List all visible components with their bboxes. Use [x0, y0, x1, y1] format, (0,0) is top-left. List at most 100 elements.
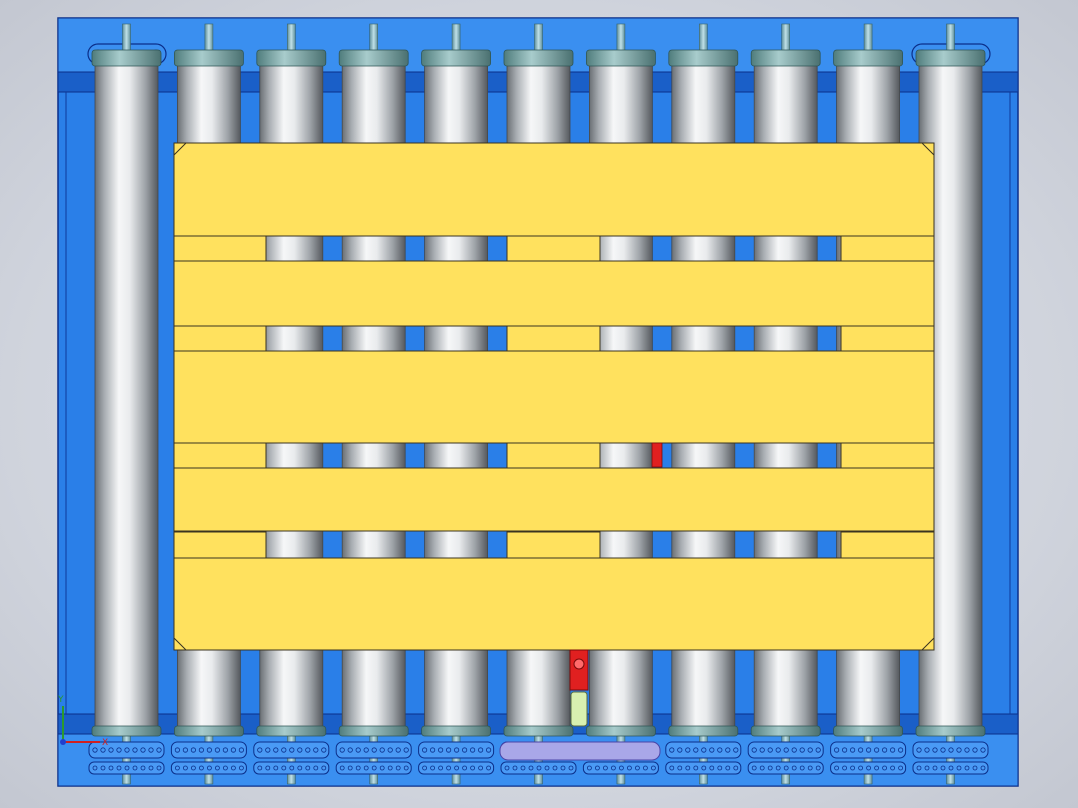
chain-link: [956, 747, 962, 753]
bearing-block-upper: [253, 741, 330, 759]
pallet: [173, 142, 935, 651]
chain-link: [453, 747, 460, 753]
roller-hub-bottom: [256, 725, 327, 737]
chain-link: [422, 765, 428, 771]
chain-link: [387, 747, 393, 753]
chain-link: [238, 765, 244, 771]
bearing-block-lower: [418, 761, 495, 775]
chain-link: [948, 765, 954, 771]
chain-link: [462, 765, 468, 771]
roller-hub-top: [421, 49, 492, 67]
chain-link: [108, 747, 114, 753]
chain-link: [485, 747, 492, 753]
chain-link: [148, 747, 154, 753]
roller-shaft-top: [122, 23, 131, 53]
chain-link: [281, 747, 287, 753]
chain-link: [619, 765, 624, 771]
chain-link: [321, 747, 327, 753]
chain-link: [842, 765, 847, 771]
bearing-block-upper: [170, 741, 247, 759]
chain-link: [429, 747, 436, 753]
chain-link: [461, 747, 468, 753]
roller-hub-top: [586, 49, 656, 67]
roller-hub-bottom: [586, 725, 656, 737]
chain-link: [717, 765, 723, 771]
sensor-lens: [573, 658, 585, 670]
chain-link: [791, 747, 797, 753]
roller-shaft-top: [286, 23, 296, 53]
chain-link: [478, 765, 484, 771]
roller-hub-top: [173, 49, 244, 67]
chain-link: [470, 765, 476, 771]
chain-link: [387, 765, 393, 771]
chain-link: [512, 765, 518, 771]
chain-link: [403, 747, 409, 753]
roller-shaft-top: [863, 23, 873, 53]
roller-hub-bottom: [421, 725, 492, 737]
triad-x-label: X: [102, 738, 108, 748]
chain-link: [421, 747, 428, 753]
bearing-block-upper: [747, 741, 824, 759]
chain-link: [685, 747, 691, 753]
chain-link: [156, 765, 162, 771]
chain-link: [651, 765, 656, 771]
bearing-block-upper: [418, 741, 495, 759]
coordinate-triad: Y X: [57, 695, 108, 748]
chain-link: [677, 765, 683, 771]
bearing-block: [253, 741, 330, 775]
pallet-stringer-block: [506, 442, 601, 469]
chain-link: [206, 747, 212, 753]
roller-hub-bottom: [173, 725, 244, 737]
chain-link: [693, 765, 699, 771]
chain-link: [379, 765, 385, 771]
chain-link: [701, 765, 707, 771]
chain-link: [140, 765, 146, 771]
chain-link: [528, 765, 534, 771]
bearing-block: [912, 741, 989, 775]
chain-link: [446, 765, 452, 771]
roller-shaft-top: [781, 23, 791, 53]
triad-origin: [60, 739, 66, 745]
roller-shaft-top: [946, 23, 955, 53]
chain-link: [603, 765, 608, 771]
chain-link: [916, 765, 922, 771]
chain-link: [363, 765, 369, 771]
chain-link: [347, 765, 353, 771]
chain-link: [182, 765, 188, 771]
chain-link: [595, 765, 600, 771]
chain-link: [198, 747, 204, 753]
chain-link: [454, 765, 460, 771]
chain-link: [339, 747, 345, 753]
chain-link: [815, 747, 821, 753]
bearing-block: [418, 741, 495, 775]
bearing-block-lower: [500, 761, 577, 775]
pallet-deck-board: [173, 467, 935, 532]
chain-link: [257, 747, 263, 753]
chain-link: [898, 765, 903, 771]
chain-link: [849, 747, 856, 753]
chain-link: [717, 747, 723, 753]
pallet-stringer-block: [173, 442, 267, 469]
bearing-block-lower: [253, 761, 330, 775]
roller-shaft-top: [698, 23, 708, 53]
chain-link: [940, 765, 946, 771]
chain-link: [371, 747, 377, 753]
photo-sensor: [569, 649, 589, 727]
roller-hub-top: [750, 49, 821, 67]
chain-link: [964, 747, 970, 753]
chain-link: [132, 765, 138, 771]
pallet-stringer-block: [840, 235, 935, 262]
chain-link: [124, 747, 130, 753]
chain-link: [148, 765, 154, 771]
roller-hub-bottom: [503, 725, 574, 737]
chain-link: [339, 765, 345, 771]
chain-link: [865, 747, 872, 753]
roller: [91, 23, 162, 785]
chain-link: [238, 747, 244, 753]
chain-link: [100, 765, 106, 771]
chain-link: [469, 747, 476, 753]
chain-link: [222, 765, 228, 771]
chain-link: [858, 765, 863, 771]
